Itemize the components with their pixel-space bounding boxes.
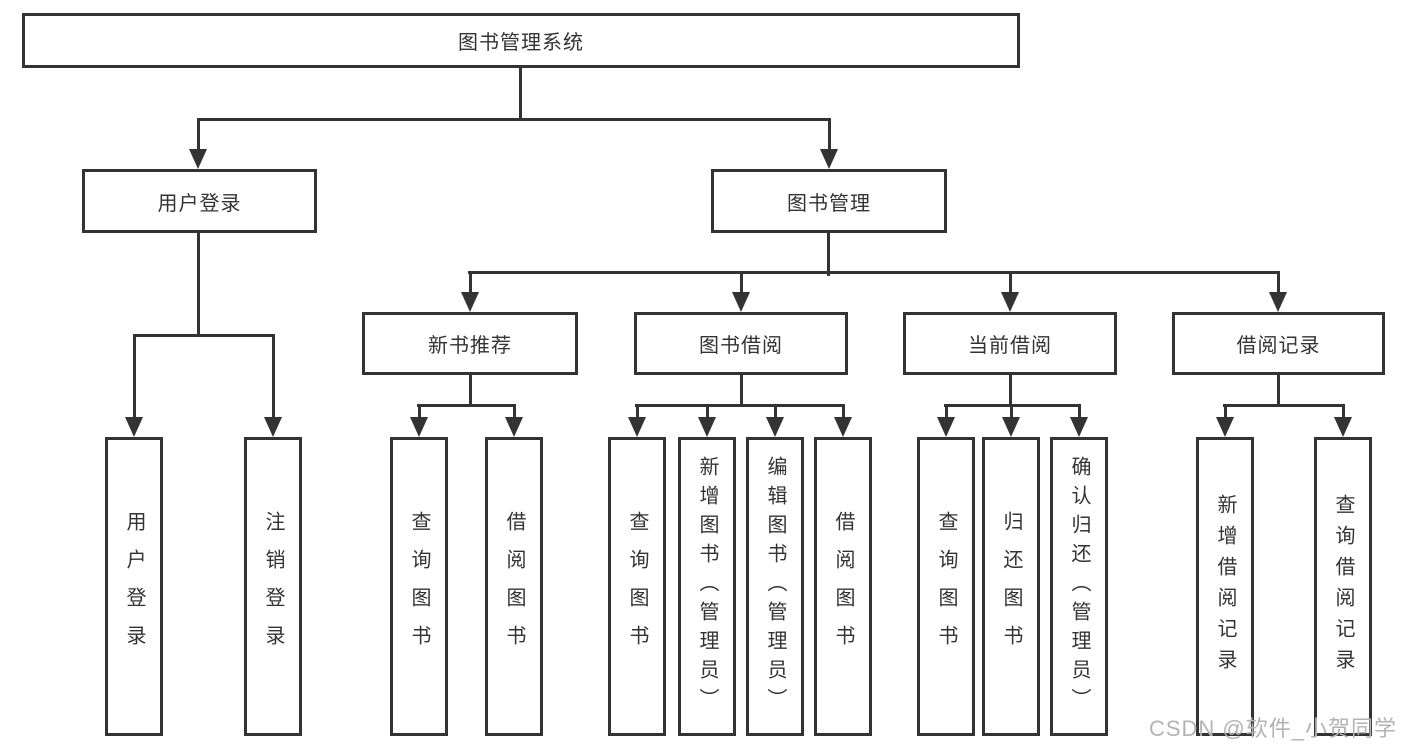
connector-to-leaf-logout [272, 334, 275, 418]
arrow-down-icon [628, 417, 646, 437]
arrow-down-icon [1334, 417, 1352, 437]
connector-to-book-borrowing [740, 271, 743, 294]
leaf-cb-query-books-label: 查询图书 [935, 510, 957, 663]
leaf-br-query-record: 查询借阅记录 [1314, 437, 1372, 736]
csdn-watermark: CSDN @软件_小贺同学 [1148, 716, 1397, 741]
connector-bb-split [635, 404, 845, 407]
connector-to-current-borrowing [1009, 271, 1012, 294]
connector-nbr-split [417, 404, 516, 407]
node-book-borrowing: 图书借阅 [634, 312, 848, 375]
connector-user-login-drop [197, 233, 200, 336]
arrow-down-icon [1002, 417, 1020, 437]
connector-to-bb-add [706, 404, 709, 418]
leaf-bb-borrow-books: 借阅图书 [814, 437, 872, 736]
connector-to-nbr-borrow [513, 404, 516, 418]
arrow-down-icon [125, 417, 143, 437]
connector-to-borrowing-records [1277, 271, 1280, 294]
arrow-down-icon [264, 417, 282, 437]
connector-to-cb-return [1010, 404, 1013, 418]
node-book-borrowing-label: 图书借阅 [699, 335, 783, 357]
arrow-down-icon [1216, 417, 1234, 437]
connector-to-user-login [197, 118, 200, 151]
arrow-down-icon [189, 149, 207, 169]
node-book-management: 图书管理 [711, 169, 947, 233]
arrow-down-icon [820, 149, 838, 169]
arrow-down-icon [410, 417, 428, 437]
connector-user-login-split [133, 334, 275, 337]
connector-to-bb-edit [774, 404, 777, 418]
leaf-user-login: 用户登录 [105, 437, 163, 736]
node-borrowing-records: 借阅记录 [1172, 312, 1385, 375]
connector-cb-drop [1009, 375, 1012, 407]
leaf-bb-query-books: 查询图书 [608, 437, 666, 736]
node-book-management-label: 图书管理 [787, 192, 871, 215]
connector-to-cb-confirm [1078, 404, 1081, 418]
connector-br-drop [1277, 375, 1280, 407]
leaf-bb-edit-books-admin: 编辑图书（管理员） [746, 437, 804, 736]
node-current-borrowing-label: 当前借阅 [968, 335, 1052, 357]
connector-to-leaf-user-login [133, 334, 136, 418]
arrow-down-icon [1001, 292, 1019, 312]
connector-to-br-query [1342, 404, 1345, 418]
arrow-down-icon [834, 417, 852, 437]
node-borrowing-records-label: 借阅记录 [1236, 335, 1321, 357]
arrow-down-icon [505, 417, 523, 437]
connector-to-bb-borrow [842, 404, 845, 418]
leaf-br-add-record-label: 新增借阅记录 [1214, 493, 1236, 680]
node-root-label: 图书管理系统 [458, 32, 584, 54]
connector-nbr-drop [469, 375, 472, 407]
leaf-cb-query-books: 查询图书 [917, 437, 975, 736]
connector-to-nbr-query [418, 404, 421, 418]
connector-to-new-book-recommend [469, 271, 472, 294]
connector-br-split [1223, 404, 1345, 407]
leaf-nbr-borrow-books: 借阅图书 [485, 437, 543, 736]
node-current-borrowing: 当前借阅 [903, 312, 1117, 375]
connector-root-drop [519, 68, 522, 121]
node-user-login: 用户登录 [82, 169, 317, 233]
connector-level3-split [468, 271, 1280, 274]
leaf-cb-confirm-return-admin: 确认归还（管理员） [1050, 437, 1108, 736]
leaf-cb-return-books: 归还图书 [982, 437, 1040, 736]
connector-to-book-management [828, 118, 831, 151]
arrow-down-icon [937, 417, 955, 437]
leaf-bb-query-books-label: 查询图书 [626, 510, 648, 663]
leaf-nbr-borrow-books-label: 借阅图书 [503, 510, 525, 663]
leaf-cb-return-books-label: 归还图书 [1000, 510, 1022, 663]
arrow-down-icon [1269, 292, 1287, 312]
connector-level2-split [197, 118, 831, 121]
leaf-nbr-query-books-label: 查询图书 [408, 510, 430, 663]
connector-book-management-drop [827, 233, 830, 276]
leaf-logout: 注销登录 [244, 437, 302, 736]
node-root: 图书管理系统 [22, 13, 1020, 68]
leaf-logout-label: 注销登录 [262, 510, 284, 663]
connector-to-cb-query [945, 404, 948, 418]
node-user-login-label: 用户登录 [157, 192, 242, 215]
arrow-down-icon [461, 292, 479, 312]
leaf-bb-borrow-books-label: 借阅图书 [832, 510, 854, 663]
arrow-down-icon [698, 417, 716, 437]
leaf-br-query-record-label: 查询借阅记录 [1332, 493, 1354, 680]
arrow-down-icon [732, 292, 750, 312]
leaf-cb-confirm-return-admin-label: 确认归还（管理员） [1068, 456, 1090, 717]
leaf-bb-edit-books-admin-label: 编辑图书（管理员） [764, 456, 786, 717]
arrow-down-icon [766, 417, 784, 437]
node-new-book-recommend: 新书推荐 [362, 312, 578, 375]
arrow-down-icon [1070, 417, 1088, 437]
leaf-bb-add-books-admin: 新增图书（管理员） [678, 437, 736, 736]
connector-to-bb-query [636, 404, 639, 418]
leaf-bb-add-books-admin-label: 新增图书（管理员） [696, 456, 718, 717]
node-new-book-recommend-label: 新书推荐 [428, 335, 512, 357]
connector-bb-drop [740, 375, 743, 407]
leaf-nbr-query-books: 查询图书 [390, 437, 448, 736]
leaf-br-add-record: 新增借阅记录 [1196, 437, 1254, 736]
leaf-user-login-label: 用户登录 [123, 510, 145, 663]
connector-to-br-add [1224, 404, 1227, 418]
